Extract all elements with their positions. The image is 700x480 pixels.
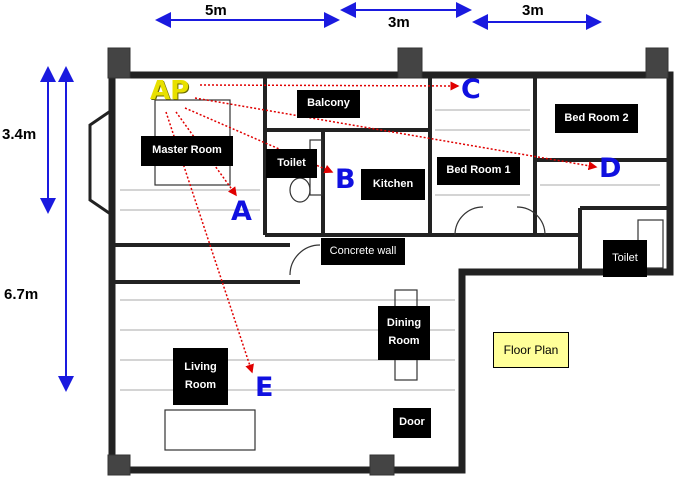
label-balcony: Balcony	[297, 90, 360, 118]
point-a-marker: A	[231, 196, 252, 227]
label-bed-room-2: Bed Room 2	[555, 104, 638, 133]
signal-line-c	[199, 81, 460, 91]
point-b-marker: B	[335, 164, 356, 195]
walls	[88, 71, 674, 474]
dimension-top-1: 5m	[205, 2, 227, 19]
dimension-top-2: 3m	[388, 14, 410, 31]
label-living-room: Living Room	[173, 348, 228, 405]
point-e-marker: E	[255, 372, 274, 403]
dimension-top-3: 3m	[522, 2, 544, 19]
interior-walls	[112, 75, 670, 284]
point-d-marker: D	[599, 153, 622, 184]
label-concrete-wall: Concrete wall	[321, 238, 405, 265]
label-door: Door	[393, 408, 431, 438]
floor-plan-legend: Floor Plan	[493, 332, 569, 368]
label-toilet-2: Toilet	[603, 240, 647, 277]
wall-blocks	[107, 47, 669, 476]
label-dining-room: Dining Room	[378, 306, 430, 360]
label-toilet-1: Toilet	[266, 149, 317, 178]
dimension-left-1: 3.4m	[2, 126, 37, 143]
label-master-room: Master Room	[141, 136, 233, 166]
access-point-marker: AP	[150, 76, 190, 106]
label-bed-room-1: Bed Room 1	[437, 157, 520, 185]
dimension-left-2: 6.7m	[4, 286, 39, 303]
signal-line-a	[175, 111, 237, 197]
label-kitchen: Kitchen	[361, 169, 425, 200]
point-c-marker: C	[461, 74, 481, 105]
dimension-arrows	[40, 2, 602, 392]
